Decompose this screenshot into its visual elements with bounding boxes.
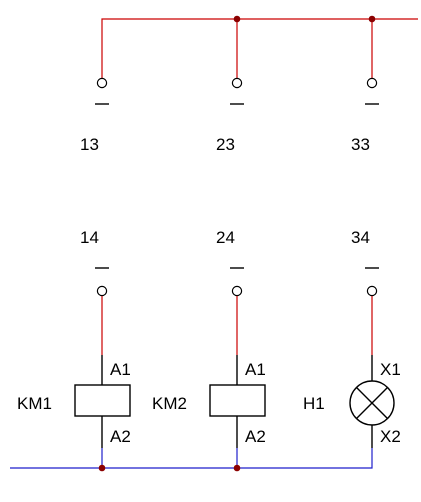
lamp-h1: H1 X1 X2 xyxy=(303,360,401,446)
return-wiring xyxy=(10,416,373,472)
upper-terminal-3: 33 xyxy=(351,77,379,154)
upper-terminal-1: 13 xyxy=(80,77,109,154)
return-wire xyxy=(10,448,373,469)
terminal-circle xyxy=(366,285,378,297)
supply-wire-col1 xyxy=(101,18,418,78)
terminal-circle xyxy=(96,285,108,297)
pin-label-a2: A2 xyxy=(245,427,266,446)
terminal-label-33: 33 xyxy=(351,135,370,154)
junction-dot-top-1 xyxy=(233,15,241,23)
pin-label-a1: A1 xyxy=(245,360,266,379)
pin-label-a2: A2 xyxy=(110,427,131,446)
terminal-circle xyxy=(96,77,108,89)
pin-label-x1: X1 xyxy=(380,360,401,379)
lower-terminal-1: 14 xyxy=(80,228,109,297)
coil-body xyxy=(74,384,131,417)
terminal-circle xyxy=(231,285,243,297)
pin-label-x2: X2 xyxy=(380,427,401,446)
lower-terminal-2: 24 xyxy=(216,228,244,297)
pin-label-a1: A1 xyxy=(110,360,131,379)
device-tag-h1: H1 xyxy=(303,394,325,413)
coil-km1: KM1 A1 A2 xyxy=(17,360,131,446)
lower-terminal-3: 34 xyxy=(351,228,379,297)
terminal-label-14: 14 xyxy=(80,228,99,247)
terminal-label-23: 23 xyxy=(216,135,235,154)
junction-dot-bottom-2 xyxy=(233,464,241,472)
coil-km2: KM2 A1 A2 xyxy=(152,360,266,446)
device-tag-km2: KM2 xyxy=(152,394,187,413)
junction-dot-bottom-1 xyxy=(98,464,106,472)
terminal-circle xyxy=(366,77,378,89)
terminal-label-24: 24 xyxy=(216,228,235,247)
upper-terminal-2: 23 xyxy=(216,77,244,154)
coil-body xyxy=(209,384,266,417)
junction-dot-top-2 xyxy=(368,15,376,23)
device-feed-wiring xyxy=(101,296,373,385)
lamp-cross-2 xyxy=(355,386,389,420)
terminal-label-13: 13 xyxy=(80,135,99,154)
top-supply-wiring xyxy=(101,15,418,78)
device-tag-km1: KM1 xyxy=(17,394,52,413)
terminal-label-34: 34 xyxy=(351,228,370,247)
terminal-circle xyxy=(231,77,243,89)
